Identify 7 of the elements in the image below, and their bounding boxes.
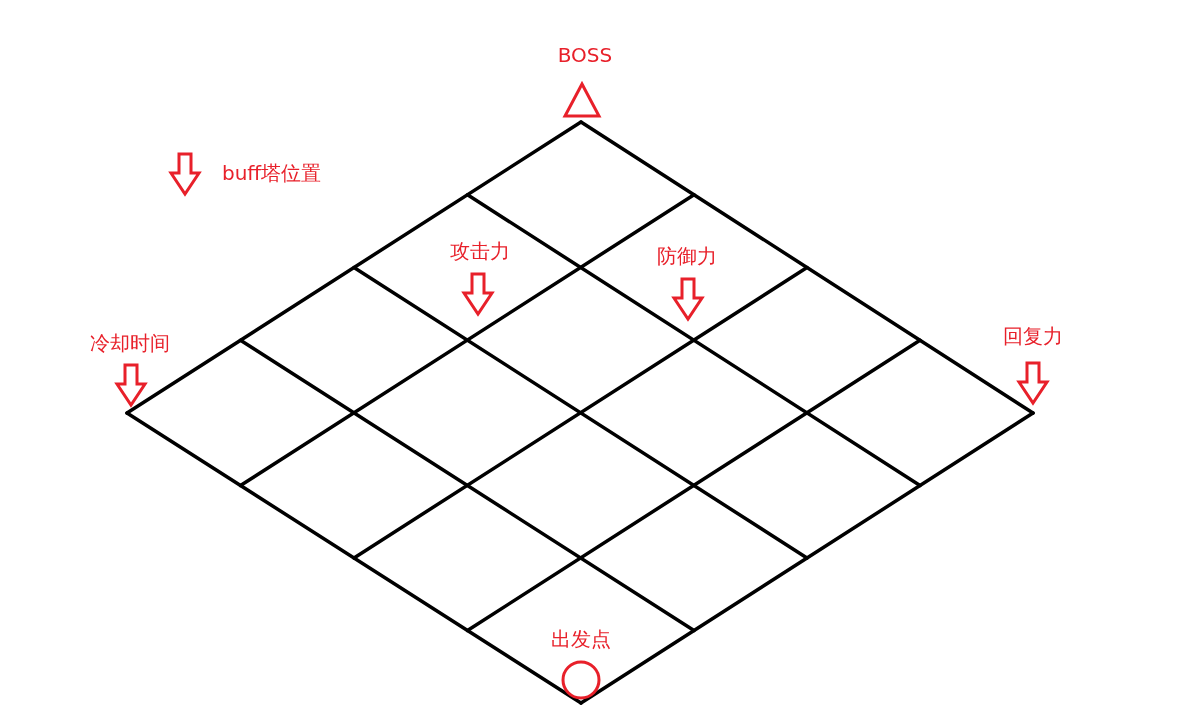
marker-label: 出发点 xyxy=(551,626,611,653)
marker-label: 攻击力 xyxy=(450,238,510,265)
marker-label: 冷却时间 xyxy=(90,330,170,357)
marker-label: BOSS xyxy=(557,43,613,67)
marker-label: 回复力 xyxy=(1003,323,1063,350)
legend-label: buff塔位置 xyxy=(222,160,322,187)
marker-label: 防御力 xyxy=(657,243,717,270)
